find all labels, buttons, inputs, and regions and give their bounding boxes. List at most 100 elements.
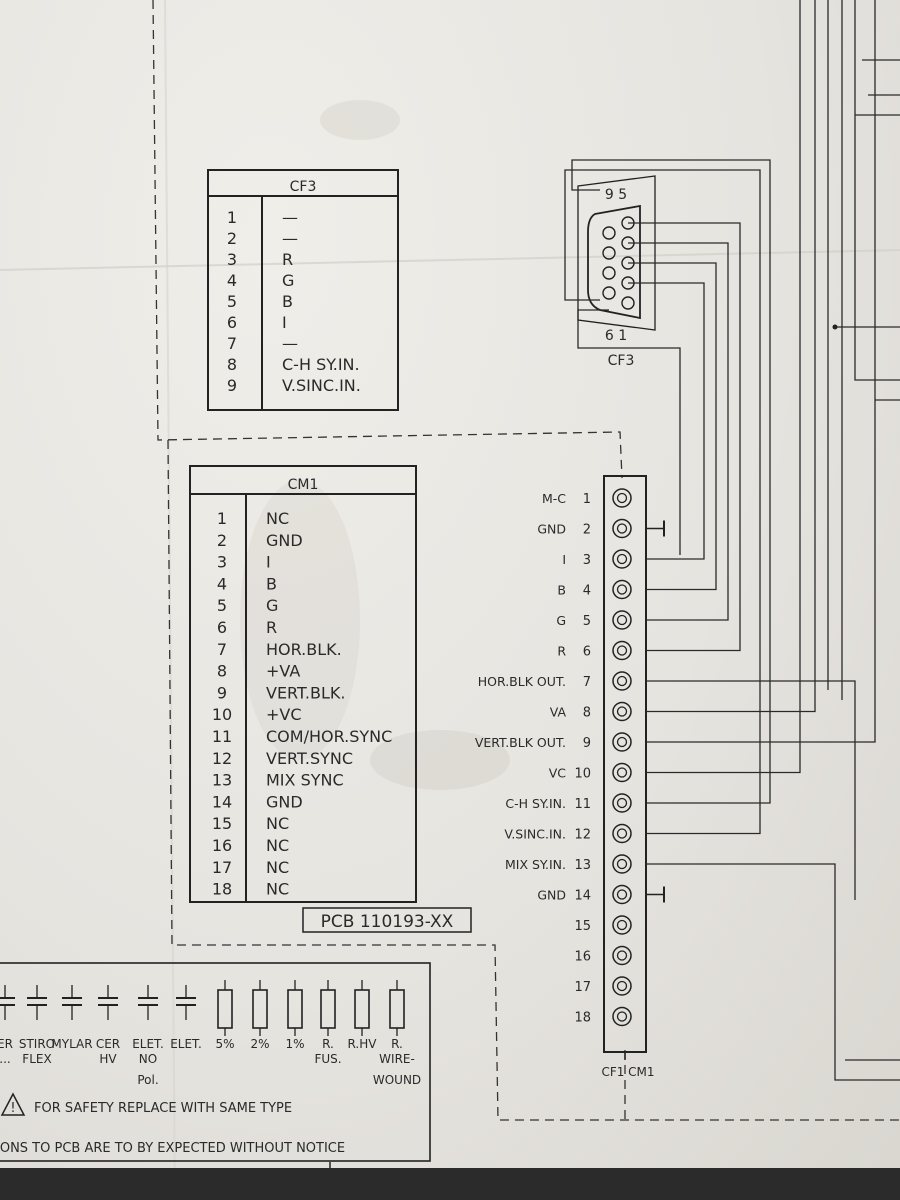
strip-terminal: [612, 579, 632, 600]
strip-terminal-inner: [616, 523, 628, 534]
cm1-row-signal: VERT.SYNC: [266, 749, 353, 768]
strip-pin-number: 6: [583, 645, 591, 660]
strip-pin-number: 3: [583, 553, 591, 568]
pcb-label-text: PCB 110193-XX: [321, 912, 454, 932]
strip-pin-label: G: [556, 613, 566, 628]
legend-item-label: ER: [0, 1037, 13, 1051]
strip-pin-label: R: [557, 644, 566, 659]
legend-item-sublabel: HV: [99, 1052, 117, 1066]
wiring-traces: [564, 0, 900, 1081]
legend-item-label: ELET.: [132, 1037, 164, 1051]
legend-item-sublabel: NO: [139, 1052, 157, 1066]
legend-item-sublabel: FUS.: [314, 1052, 341, 1066]
wire-trace: [628, 242, 729, 621]
strip-terminal-inner: [616, 675, 628, 687]
strip-bottom-label: CF1 CM1: [601, 1065, 654, 1079]
legend-item-label: MYLAR: [51, 1037, 92, 1051]
strip-terminal-inner: [616, 828, 628, 839]
cf3-row-number: 3: [227, 250, 237, 269]
strip-terminal: [612, 823, 632, 844]
strip-terminal-inner: [616, 797, 628, 809]
dsub-pin-numbers-top: 9 5: [605, 187, 627, 203]
cf3-row-number: 9: [227, 376, 237, 395]
strip-terminal-inner: [616, 767, 628, 778]
strip-terminal: [612, 915, 632, 935]
strip-pin-number: 8: [583, 706, 591, 721]
strip-terminal-inner: [616, 645, 628, 656]
legend-item-label: 1%: [285, 1037, 304, 1051]
cf3-row-number: 5: [227, 292, 237, 311]
strip-pin-number: 5: [583, 614, 591, 629]
dsub-connector-label: CF3: [608, 353, 635, 369]
cm1-row-number: 3: [217, 553, 227, 572]
dashed-boundaries: [152, 0, 900, 1121]
legend-item-label: 5%: [215, 1037, 234, 1051]
wire-trace: [646, 863, 900, 1081]
cm1-row-signal: VERT.BLK.: [266, 683, 345, 702]
cm1-row-number: 9: [217, 683, 227, 702]
dsub-pin-numbers-bottom: 6 1: [605, 328, 627, 344]
strip-pin-number: 9: [583, 736, 591, 751]
cm1-row-signal: GND: [266, 792, 303, 811]
strip-pin-number: 13: [574, 858, 591, 873]
cf3-row-number: 8: [227, 355, 237, 374]
cm1-row-signal: GND: [266, 531, 303, 550]
strip-pin-number: 12: [574, 828, 591, 843]
strip-pin-label: VA: [550, 705, 567, 720]
warning-icon: [0, 1092, 26, 1116]
strip-terminal-inner: [616, 614, 628, 626]
strip-pin-number: 18: [574, 1011, 591, 1026]
strip-pin-number: 11: [574, 797, 591, 812]
strip-pin-number: 10: [574, 767, 591, 782]
strip-pin-label: V.SINC.IN.: [504, 827, 566, 842]
cf3-row-number: 7: [227, 334, 237, 353]
wire-trace: [628, 262, 717, 591]
strip-terminal: [612, 884, 632, 905]
wire-trace: [646, 0, 816, 713]
strip-pin-number: 15: [574, 919, 591, 934]
dsub-pin: [602, 246, 616, 260]
strip-terminal-inner: [616, 553, 628, 565]
strip-terminal: [612, 762, 632, 783]
cm1-row-signal: +VA: [266, 662, 300, 681]
strip-pin-number: 14: [574, 889, 591, 904]
cm1-row-number: 16: [212, 836, 232, 855]
legend-item-label: 2%: [250, 1037, 269, 1051]
legend-item-sublabel: Pol.: [137, 1073, 158, 1087]
warning-icon-mark: !: [10, 1101, 15, 1116]
wire-trace: [628, 222, 741, 652]
strip-terminal-inner: [616, 706, 628, 717]
dsub-pin: [621, 296, 635, 310]
wire-trace: [571, 159, 771, 804]
strip-terminal-inner: [616, 1011, 628, 1022]
strip-terminal: [612, 640, 632, 661]
strip-pin-label: VERT.BLK OUT.: [475, 735, 566, 750]
cm1-row-signal: COM/HOR.SYNC: [266, 727, 392, 746]
legend-item-label: CER: [96, 1037, 120, 1051]
strip-pin-number: 17: [574, 980, 591, 995]
strip-terminal: [612, 518, 632, 539]
cm1-row-number: 8: [217, 662, 227, 681]
cf3-row-signal: —: [282, 334, 298, 353]
legend-item-label: STIRO: [19, 1037, 55, 1051]
legend-item-sublabel: FLEX: [22, 1052, 51, 1066]
cf3-row-signal: —: [282, 208, 298, 227]
cm1-row-number: 15: [212, 814, 232, 833]
cf3-row-signal: —: [282, 229, 298, 248]
cm1-row-number: 12: [212, 749, 232, 768]
strip-terminal-inner: [616, 980, 628, 992]
strip-terminal: [612, 488, 632, 508]
cf3-row-number: 4: [227, 271, 237, 290]
strip-pin-label: GND: [537, 522, 566, 537]
legend-item-sublabel: WOUND: [373, 1073, 421, 1087]
cm1-row-number: 2: [217, 531, 227, 550]
legend-item-label: ELET.: [170, 1037, 202, 1051]
cm1-row-signal: G: [266, 596, 278, 615]
strip-pin-label: VC: [549, 766, 567, 781]
strip-pin-number: 4: [583, 584, 591, 599]
wire-junction: [832, 324, 838, 330]
wire-trace: [628, 282, 705, 560]
strip-terminal: [612, 976, 632, 996]
strip-pin-number: 7: [583, 675, 591, 690]
